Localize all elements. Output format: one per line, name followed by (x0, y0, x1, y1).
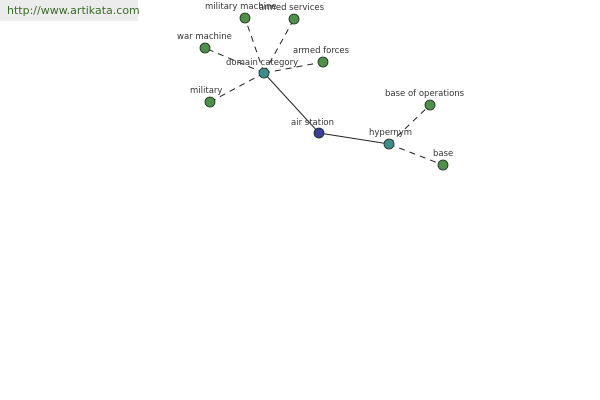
watermark-banner: http://www.artikata.com (0, 0, 140, 21)
edge-domain-category-military-machine (244, 17, 265, 74)
base-of-operations-label: base of operations (385, 89, 465, 99)
war-machine-node[interactable] (199, 42, 211, 54)
graph-labels: air station domain category military machi… (177, 2, 465, 159)
hypernym-node[interactable] (383, 138, 395, 150)
armed-services-node[interactable] (288, 13, 300, 25)
armed-forces-label: armed forces (293, 46, 350, 56)
air-station-node[interactable] (313, 127, 325, 139)
armed-forces-node[interactable] (317, 56, 329, 68)
military-label: military (190, 86, 222, 96)
base-node[interactable] (437, 159, 449, 171)
edge-air-station-hypernym (318, 132, 390, 145)
edge-hypernym-base (388, 143, 444, 166)
base-label: base (433, 149, 453, 159)
air-station-label: air station (291, 118, 334, 128)
edge-hypernym-base-of-operations (388, 104, 431, 145)
domain-category-label: domain category (226, 58, 298, 68)
graph-edges (204, 17, 444, 166)
domain-category-node[interactable] (258, 67, 270, 79)
military-machine-label: military machine (205, 2, 277, 12)
war-machine-label: war machine (177, 32, 232, 42)
armed-services-label: armed services (259, 3, 325, 13)
base-of-operations-node[interactable] (424, 99, 436, 111)
edge-air-station-domain-category (263, 72, 320, 134)
military-node[interactable] (204, 96, 216, 108)
military-machine-node[interactable] (239, 12, 251, 24)
hypernym-label: hypernym (369, 128, 412, 138)
watermark-url: http://www.artikata.com (7, 4, 140, 17)
graph-nodes (199, 12, 449, 171)
